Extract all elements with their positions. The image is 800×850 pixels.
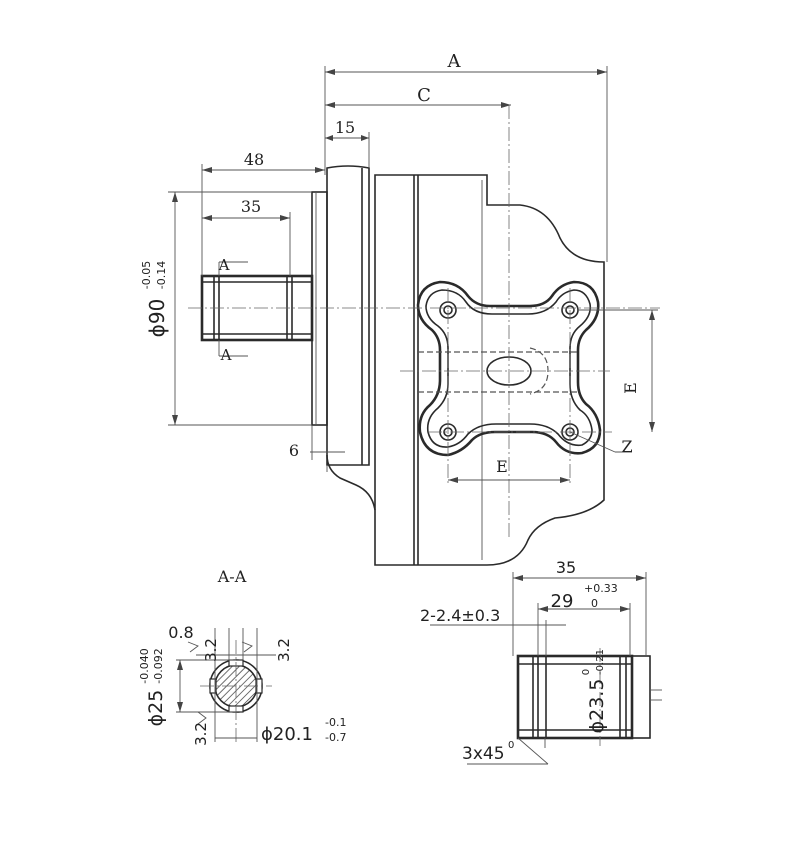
detail-diameter: ϕ23.5 — [586, 679, 608, 734]
shaft-detail-labels: 35 29 +0.33 0 2-2.4±0.3 ϕ23.5 0 -0.21 3x… — [420, 558, 618, 764]
pilot-boss — [311, 191, 328, 426]
dim-A-label: A — [447, 51, 462, 72]
section-root-diameter: ϕ20.1 — [261, 724, 313, 745]
mounting-flange — [326, 165, 370, 466]
detail-chamfer-degree: 0 — [508, 740, 514, 751]
pilot-tol-upper: -0.05 — [140, 261, 153, 289]
section-dim-0-8: 0.8 — [168, 623, 193, 642]
dim-C-label: C — [417, 85, 431, 106]
shaft-detail-dimensions — [430, 572, 647, 765]
detail-groove-spec: 2-2.4±0.3 — [420, 606, 500, 625]
detail-dim-29-tol-lower: 0 — [591, 597, 598, 610]
section-view: A-A — [176, 567, 276, 742]
section-outer-diameter: ϕ25 — [145, 690, 167, 727]
dim-E-horizontal-label: E — [496, 457, 508, 476]
detail-diameter-tol-upper: 0 — [581, 669, 592, 675]
section-dim-3-2-b: 3.2 — [275, 638, 293, 662]
section-mark-top: A — [218, 256, 230, 274]
section-root-tol-lower: -0.7 — [325, 731, 346, 744]
shaft-detail — [516, 648, 662, 746]
section-mark-bottom: A — [220, 346, 232, 364]
main-view — [188, 105, 660, 566]
label-Z: Z — [621, 437, 632, 456]
main-view-dimensions — [168, 66, 658, 483]
dim-35-label: 35 — [241, 197, 261, 216]
detail-diameter-tol-lower: -0.21 — [595, 649, 606, 675]
detail-dim-35: 35 — [556, 558, 576, 577]
dim-6-label: 6 — [289, 441, 299, 460]
section-root-tol-upper: -0.1 — [325, 716, 346, 729]
port-flange — [416, 280, 602, 457]
section-dim-3-2-c: 3.2 — [192, 722, 210, 746]
dim-E-vertical-label: E — [621, 382, 640, 394]
detail-chamfer: 3x45 — [462, 744, 505, 764]
dim-15-label: 15 — [335, 118, 355, 137]
section-outer-tol-upper: -0.040 — [138, 648, 151, 683]
pilot-tol-lower: -0.14 — [155, 261, 168, 289]
detail-dim-29: 29 — [551, 591, 574, 612]
section-view-labels: 0.8 3.2 3.2 3.2 ϕ25 -0.040 -0.092 ϕ20.1 … — [138, 623, 346, 746]
section-outer-tol-lower: -0.092 — [152, 648, 165, 683]
detail-dim-29-tol-upper: +0.33 — [584, 582, 618, 595]
pump-body-outline — [374, 174, 605, 566]
pilot-diameter-label: ϕ90 — [145, 299, 169, 338]
section-dim-3-2-a: 3.2 — [202, 638, 220, 662]
section-title: A-A — [217, 567, 247, 586]
main-view-labels: A C 15 48 35 6 E E Z A A ϕ90 -0.05 -0.14 — [140, 51, 640, 476]
dim-48-label: 48 — [244, 150, 264, 169]
